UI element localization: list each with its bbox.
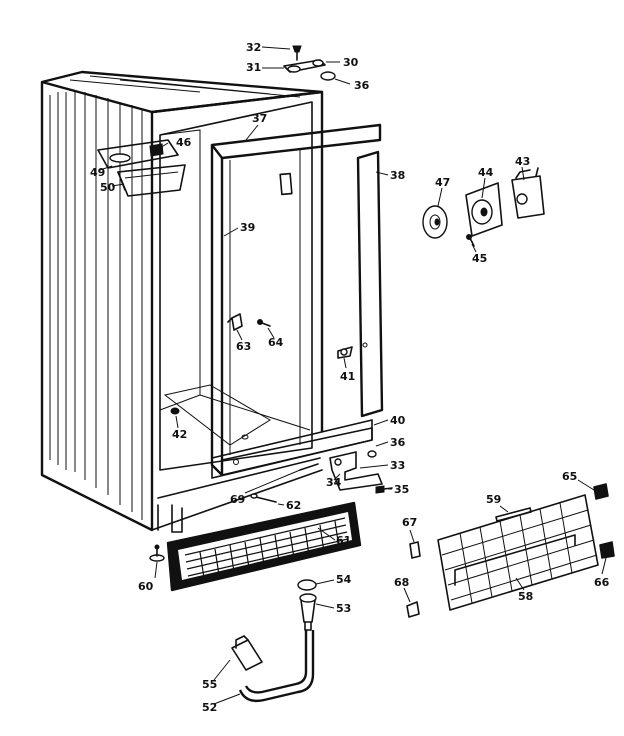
small-fasteners: [170, 313, 368, 415]
label-54: 54: [336, 573, 352, 586]
top-hardware: [283, 45, 336, 81]
cabinet-body: [40, 70, 324, 533]
thermostat-parts: [422, 167, 545, 247]
door-gasket-frame: [210, 123, 382, 477]
leveling-leg: [149, 544, 165, 562]
label-31: 31: [246, 61, 261, 74]
label-61: 61: [336, 534, 351, 547]
label-68: 68: [394, 576, 409, 589]
label-36-bottom: 36: [390, 436, 406, 449]
label-37: 37: [252, 112, 267, 125]
label-36-top: 36: [354, 79, 370, 92]
shelf-bracket: [97, 139, 186, 197]
part-labels: 32 31 30 36 37 38 39 46 49 50 47 44 43 4…: [90, 41, 610, 714]
label-42: 42: [172, 428, 187, 441]
leader-lines: [99, 46, 607, 705]
label-46: 46: [176, 136, 192, 149]
label-30: 30: [343, 56, 359, 69]
label-53: 53: [336, 602, 351, 615]
label-60: 60: [138, 580, 154, 593]
label-66: 66: [594, 576, 610, 589]
label-63: 63: [236, 340, 251, 353]
label-47: 47: [435, 176, 450, 189]
bottom-bracket: [211, 419, 373, 479]
label-39: 39: [240, 221, 255, 234]
label-58: 58: [518, 590, 533, 603]
label-64: 64: [268, 336, 284, 349]
label-65: 65: [562, 470, 577, 483]
kickplate-grille: [166, 501, 362, 592]
label-43: 43: [515, 155, 530, 168]
hinge-parts: [329, 450, 393, 494]
label-40: 40: [390, 414, 406, 427]
screw-and-clip: [250, 463, 319, 503]
label-55: 55: [202, 678, 217, 691]
label-41: 41: [340, 370, 355, 383]
label-44: 44: [478, 166, 494, 179]
label-38: 38: [390, 169, 405, 182]
label-52: 52: [202, 701, 217, 714]
drain-assembly: [231, 579, 317, 703]
wire-basket: [437, 494, 599, 611]
door-strip: [356, 150, 384, 418]
basket-handle-bar: [495, 507, 532, 522]
label-34: 34: [326, 476, 342, 489]
label-35: 35: [394, 483, 409, 496]
label-32: 32: [246, 41, 261, 54]
label-50: 50: [100, 181, 116, 194]
basket-clips: [406, 483, 615, 618]
label-33: 33: [390, 459, 405, 472]
label-62: 62: [286, 499, 301, 512]
label-69: 69: [230, 493, 245, 506]
label-49: 49: [90, 166, 105, 179]
label-45: 45: [472, 252, 487, 265]
label-67: 67: [402, 516, 417, 529]
label-59: 59: [486, 493, 501, 506]
